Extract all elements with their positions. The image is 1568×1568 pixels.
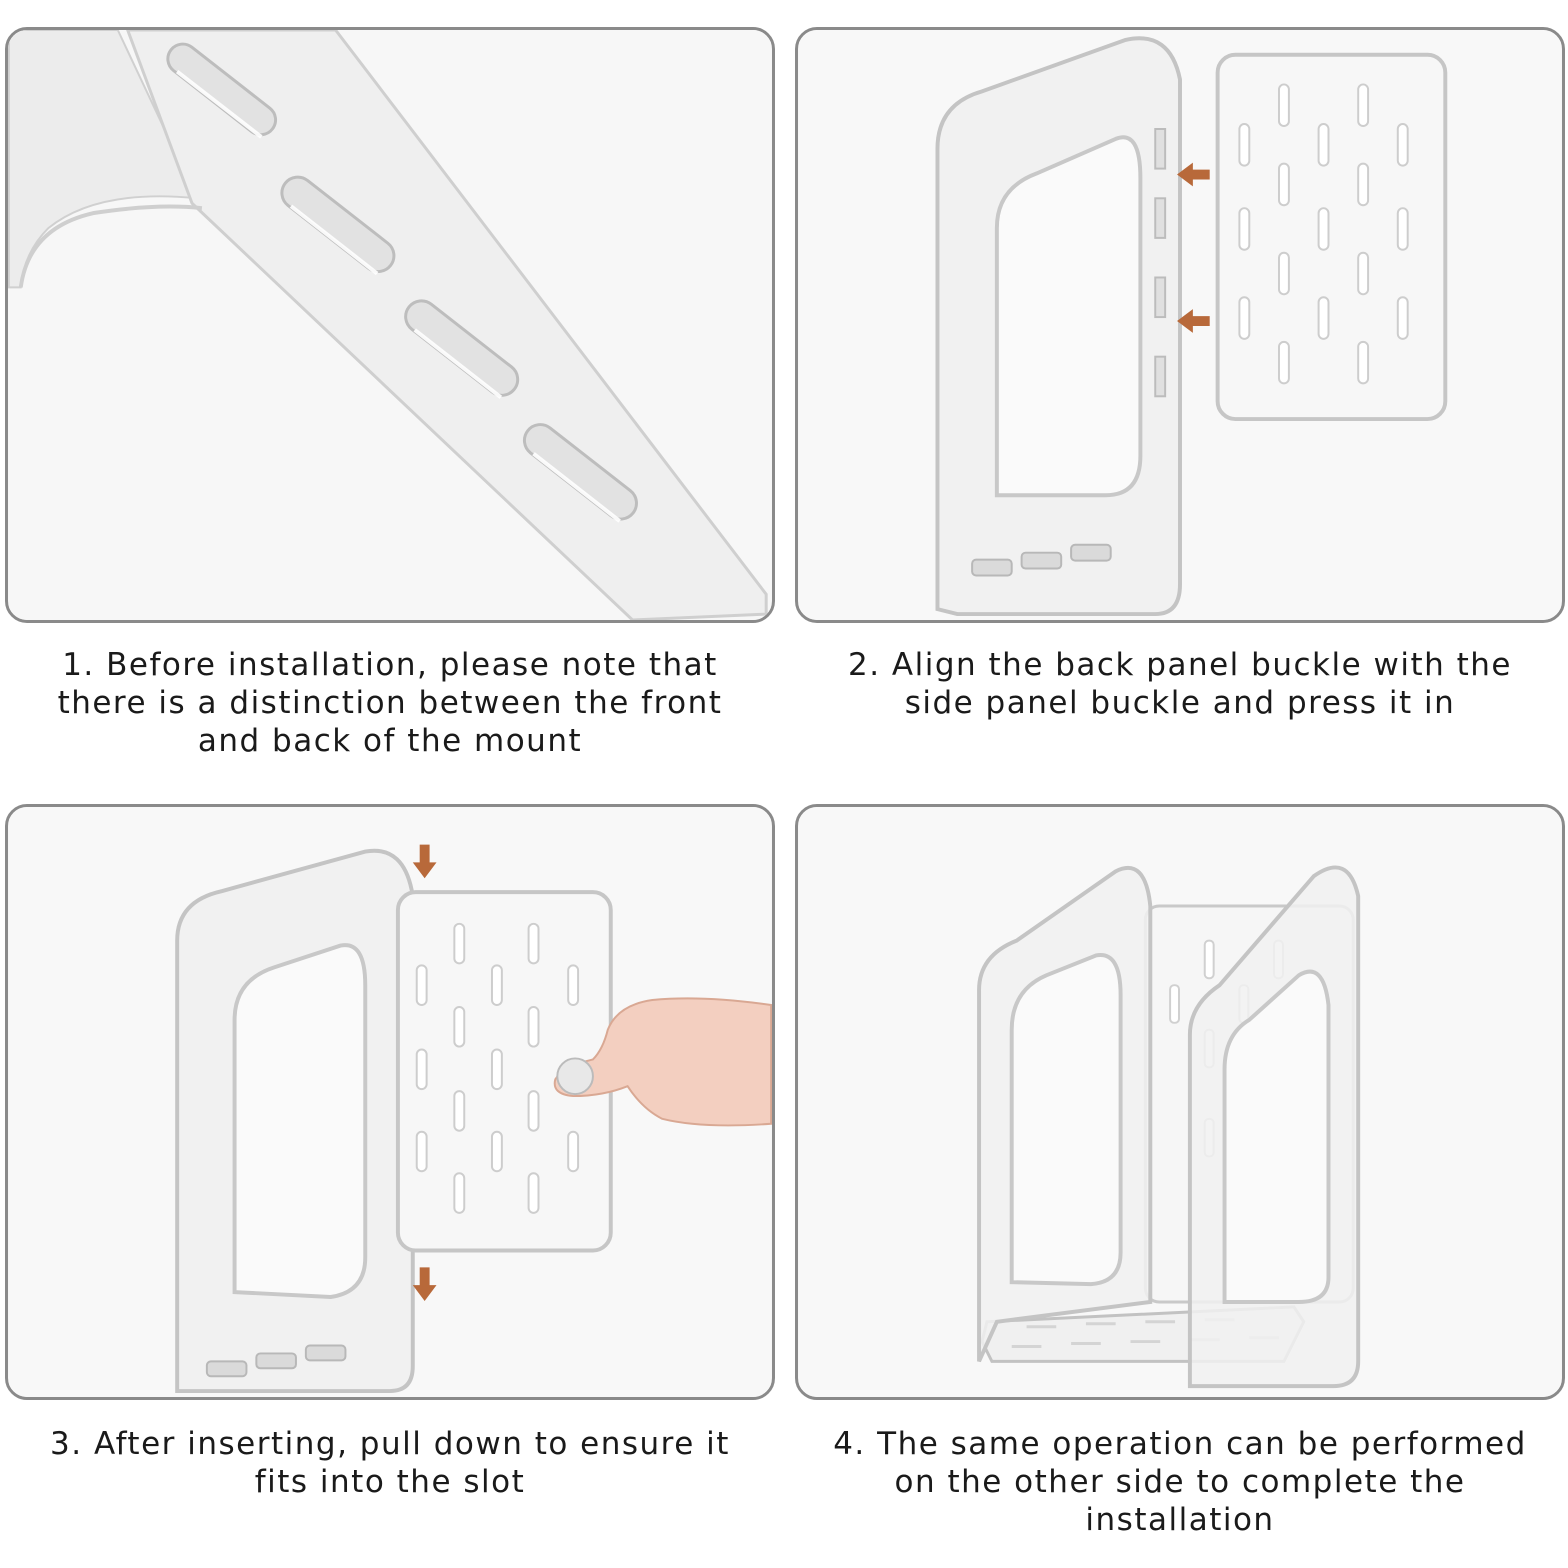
step-4-image (795, 804, 1565, 1400)
step-1-image (5, 27, 775, 623)
step-2-caption: 2. Align the back panel buckle with the … (847, 647, 1512, 721)
arrow-down-icon (412, 844, 437, 1301)
step-3-image (5, 804, 775, 1400)
step-1-caption: 1. Before installation, please note that… (57, 647, 723, 759)
step-4-caption: 4. The same operation can be performed o… (833, 1426, 1527, 1538)
hand-image (553, 997, 772, 1127)
acrylic-arm-closeup-illustration (8, 30, 772, 620)
step-3-caption: 3. After inserting, pull down to ensure … (50, 1426, 730, 1500)
arrow-left-icon (1177, 162, 1210, 333)
panel-alignment-illustration (798, 30, 1562, 620)
step-2-image (795, 27, 1565, 623)
assembled-bookend-illustration (798, 807, 1562, 1397)
pull-down-illustration (8, 807, 772, 1397)
